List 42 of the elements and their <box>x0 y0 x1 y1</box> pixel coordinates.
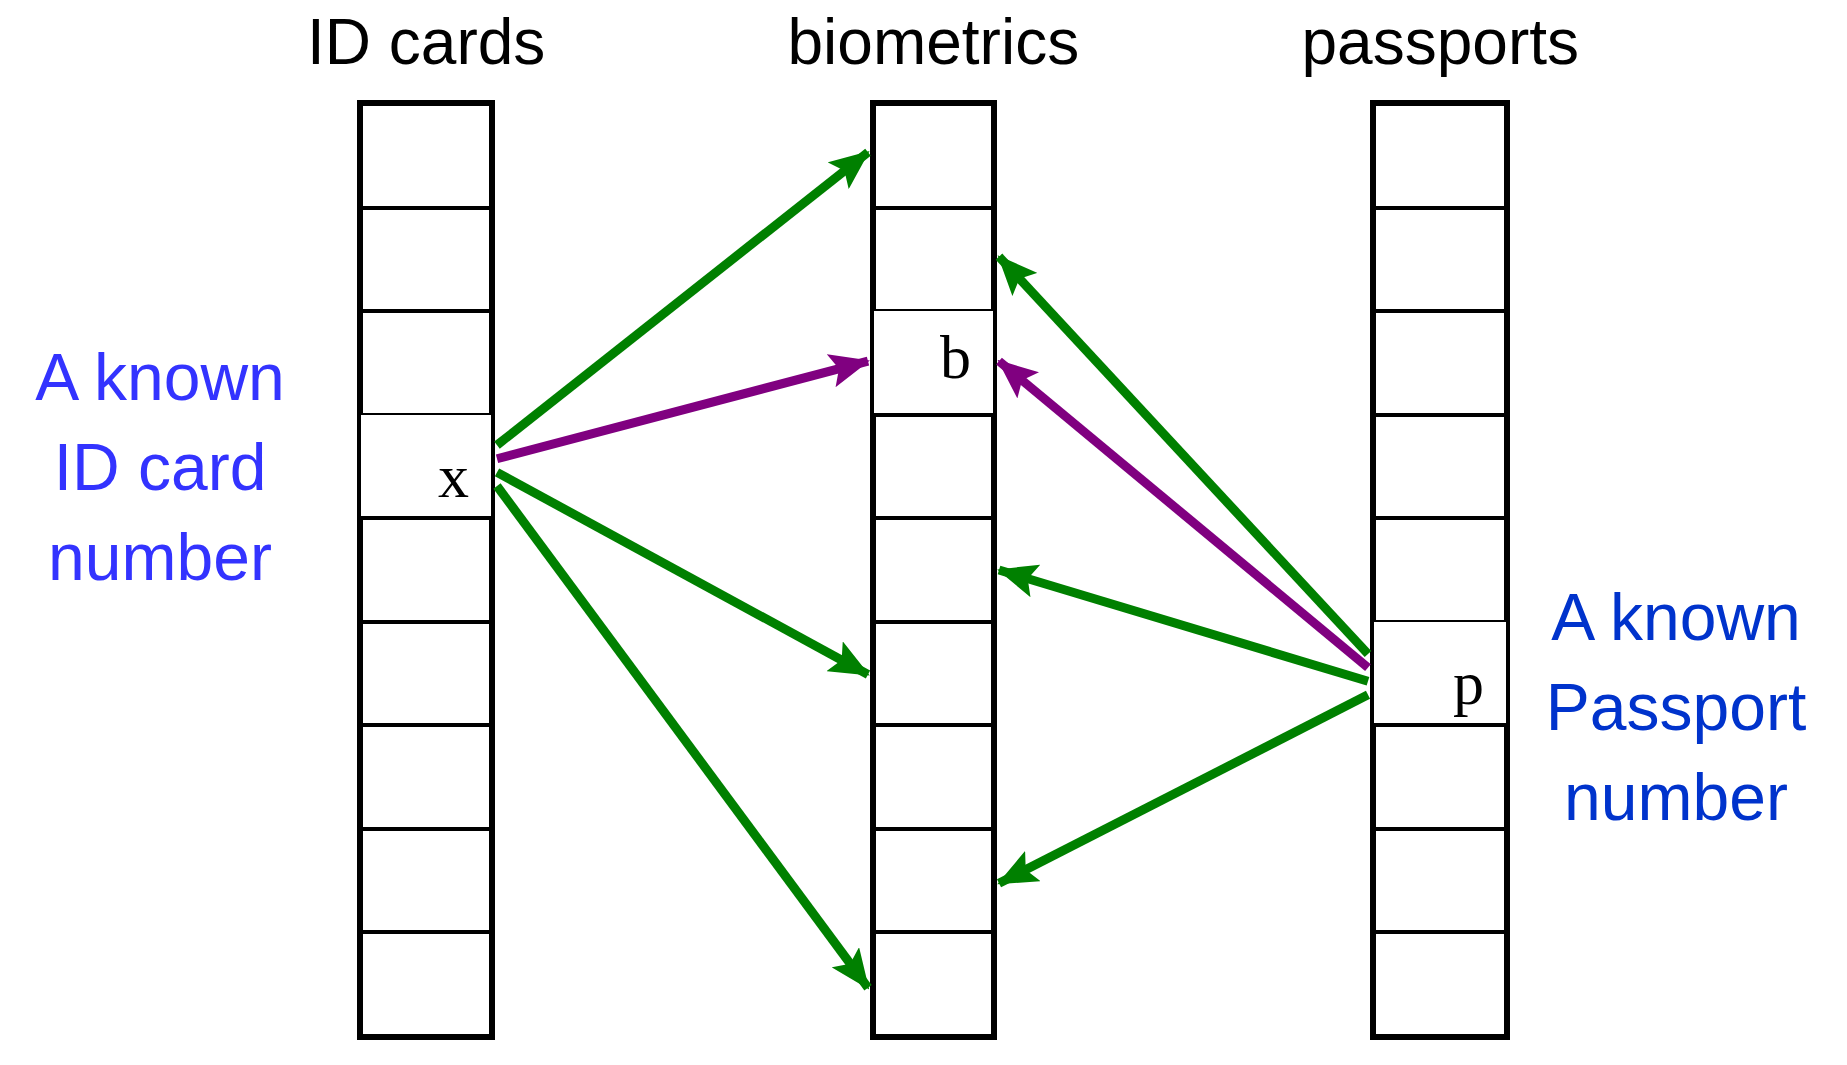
table-cell: p <box>1374 621 1506 726</box>
column-heading: biometrics <box>787 10 1080 74</box>
table-cell <box>874 518 993 622</box>
table-cell <box>1374 725 1506 829</box>
arrow <box>996 690 1371 888</box>
arrow <box>495 354 870 464</box>
table-cell <box>874 414 993 519</box>
table-cell <box>874 828 993 933</box>
table-cell <box>1374 311 1506 415</box>
table-cell <box>361 311 491 415</box>
table-cell <box>361 725 491 829</box>
table-cell <box>1374 104 1506 208</box>
arrow <box>493 483 872 991</box>
table-cell <box>1374 828 1506 933</box>
table-cell <box>361 828 491 933</box>
annotation-text: A known Passport number <box>1544 579 1808 836</box>
table-cell <box>874 207 993 312</box>
arrow <box>995 253 1372 658</box>
table-cell <box>874 725 993 829</box>
table-cell: b <box>874 311 993 415</box>
annotation-text: A known ID card number <box>34 339 286 596</box>
table-cell <box>361 207 491 312</box>
table-cell <box>874 621 993 726</box>
arrow <box>494 468 871 679</box>
arrow <box>997 564 1370 686</box>
table-cell <box>361 932 491 1036</box>
table-cell <box>1374 207 1506 312</box>
table-cell <box>361 518 491 622</box>
table-cell <box>361 621 491 726</box>
table-column <box>870 100 997 1040</box>
table-cell <box>361 104 491 208</box>
column-heading: ID cards <box>307 10 546 74</box>
table-column <box>357 100 495 1040</box>
table-cell <box>1374 932 1506 1036</box>
table-cell <box>1374 414 1506 519</box>
arrow <box>494 148 871 449</box>
table-cell <box>874 104 993 208</box>
table-column <box>1370 100 1510 1040</box>
table-cell: x <box>361 414 491 519</box>
arrow <box>996 357 1371 672</box>
table-cell <box>1374 518 1506 622</box>
table-cell <box>874 932 993 1036</box>
